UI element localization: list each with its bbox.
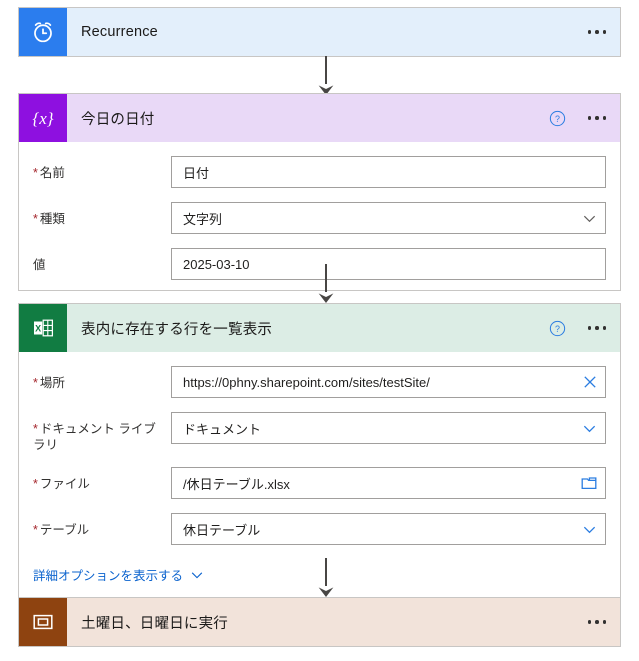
required-asterisk: * — [33, 523, 38, 537]
folder-picker-icon[interactable] — [581, 476, 597, 490]
location-input[interactable]: https://0phny.sharepoint.com/sites/testS… — [171, 366, 606, 398]
chevron-down-icon[interactable] — [582, 522, 597, 537]
chevron-down-icon[interactable] — [582, 211, 597, 226]
scope-box-icon — [19, 598, 67, 646]
field-label: *種類 — [33, 212, 65, 226]
card-header[interactable]: {x} 今日の日付 ? — [19, 94, 620, 142]
field-control: ドキュメント — [171, 412, 606, 444]
help-icon[interactable]: ? — [549, 320, 566, 337]
required-asterisk: * — [33, 477, 38, 491]
required-asterisk: * — [33, 166, 38, 180]
show-advanced-options-link[interactable]: 詳細オプションを表示する — [33, 565, 204, 584]
more-options-icon[interactable] — [584, 24, 611, 40]
document-library-dropdown[interactable]: ドキュメント — [171, 412, 606, 444]
card-title: 土曜日、日曜日に実行 — [81, 615, 228, 632]
field-label: 値 — [33, 258, 46, 272]
svg-text:?: ? — [555, 324, 560, 334]
field-label: *場所 — [33, 376, 65, 390]
card-header[interactable]: 土曜日、日曜日に実行 — [19, 598, 620, 646]
more-options-icon[interactable] — [584, 110, 611, 126]
more-options-icon[interactable] — [584, 614, 611, 630]
card-header-actions: ? — [549, 320, 611, 337]
card-header-band: 表内に存在する行を一覧表示 ? — [67, 304, 620, 352]
card-title: 今日の日付 — [81, 111, 155, 128]
field-row-file: *ファイル /休日テーブル.xlsx — [33, 467, 606, 499]
show-advanced-options-label: 詳細オプションを表示する — [33, 569, 184, 583]
field-row-table: *テーブル 休日テーブル — [33, 513, 606, 545]
card-title: Recurrence — [81, 24, 158, 40]
field-control: https://0phny.sharepoint.com/sites/testS… — [171, 366, 606, 398]
svg-text:{x}: {x} — [32, 109, 53, 128]
input-value: 日付 — [183, 165, 210, 181]
input-value: /休日テーブル.xlsx — [183, 476, 290, 492]
card-header-actions: ? — [549, 110, 611, 127]
card-header[interactable]: X 表内に存在する行を一覧表示 ? — [19, 304, 620, 352]
type-dropdown[interactable]: 文字列 — [171, 202, 606, 234]
input-value: https://0phny.sharepoint.com/sites/testS… — [183, 374, 430, 390]
field-control: 2025-03-10 — [171, 248, 606, 280]
alarm-clock-icon — [19, 8, 67, 56]
svg-text:?: ? — [555, 114, 560, 124]
input-value: ドキュメント — [183, 421, 262, 437]
clear-icon[interactable] — [583, 375, 597, 389]
card-header-actions — [584, 24, 611, 40]
svg-text:X: X — [35, 323, 41, 333]
card-body: *場所 https://0phny.sharepoint.com/sites/t… — [19, 352, 620, 598]
card-header-band: 土曜日、日曜日に実行 — [67, 598, 620, 646]
field-row-value: 値 2025-03-10 — [33, 248, 606, 280]
connector-arrow-1 — [316, 56, 336, 95]
value-input[interactable]: 2025-03-10 — [171, 248, 606, 280]
field-label: *ファイル — [33, 477, 90, 491]
field-label: *テーブル — [33, 523, 90, 537]
required-asterisk: * — [33, 212, 38, 226]
variable-braces-icon: {x} — [19, 94, 67, 142]
flow-step-scope-weekend[interactable]: 土曜日、日曜日に実行 — [18, 597, 621, 647]
field-row-location: *場所 https://0phny.sharepoint.com/sites/t… — [33, 366, 606, 398]
required-asterisk: * — [33, 376, 38, 390]
chevron-down-icon[interactable] — [190, 568, 204, 582]
excel-icon: X — [19, 304, 67, 352]
field-row-document-library: *ドキュメント ライブラリ ドキュメント — [33, 412, 606, 453]
field-label: *ドキュメント ライブラリ — [33, 422, 156, 452]
card-header-actions — [584, 614, 611, 630]
field-row-type: *種類 文字列 — [33, 202, 606, 234]
card-header[interactable]: Recurrence — [19, 8, 620, 56]
card-title: 表内に存在する行を一覧表示 — [81, 321, 273, 338]
card-header-band: 今日の日付 ? — [67, 94, 620, 142]
input-value: 休日テーブル — [183, 522, 261, 538]
card-header-band: Recurrence — [67, 8, 620, 56]
field-control: 日付 — [171, 156, 606, 188]
flow-step-recurrence[interactable]: Recurrence — [18, 7, 621, 57]
card-body: *名前 日付 *種類 文字列 値 — [19, 142, 620, 290]
required-asterisk: * — [33, 422, 38, 436]
connector-arrow-2 — [316, 264, 336, 303]
more-options-icon[interactable] — [584, 320, 611, 336]
name-input[interactable]: 日付 — [171, 156, 606, 188]
file-input[interactable]: /休日テーブル.xlsx — [171, 467, 606, 499]
connector-arrow-3 — [316, 558, 336, 597]
input-value: 文字列 — [183, 211, 223, 227]
field-row-name: *名前 日付 — [33, 156, 606, 188]
flow-step-list-rows-present-in-table[interactable]: X 表内に存在する行を一覧表示 ? *場所 — [18, 303, 621, 599]
field-label: *名前 — [33, 166, 65, 180]
field-control: 文字列 — [171, 202, 606, 234]
help-icon[interactable]: ? — [549, 110, 566, 127]
chevron-down-icon[interactable] — [582, 421, 597, 436]
field-control: 休日テーブル — [171, 513, 606, 545]
flow-step-initialize-variable[interactable]: {x} 今日の日付 ? *名前 日付 — [18, 93, 621, 291]
field-control: /休日テーブル.xlsx — [171, 467, 606, 499]
table-dropdown[interactable]: 休日テーブル — [171, 513, 606, 545]
input-value: 2025-03-10 — [183, 256, 250, 272]
